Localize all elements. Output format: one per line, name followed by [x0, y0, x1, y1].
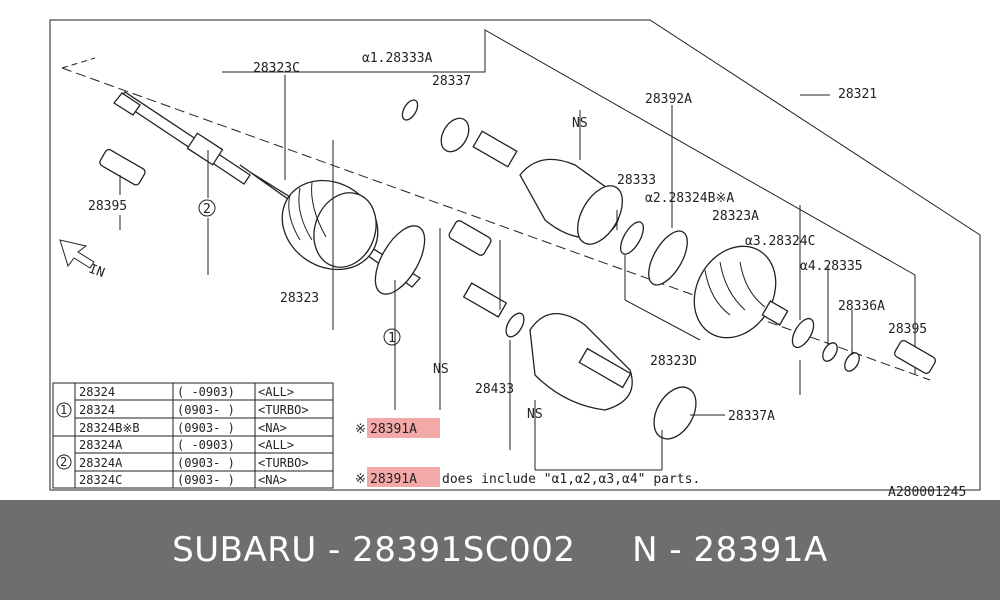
leader-lines [119, 75, 916, 471]
footer-sep-1: - [316, 530, 353, 570]
footer-gap [576, 530, 633, 570]
plug-28395-left [99, 149, 146, 186]
label-a1: α1.28333A [362, 51, 433, 66]
spline-out-lower [578, 347, 632, 389]
label-ns-1: NS [572, 116, 588, 131]
table-cell: ( -0903) [177, 438, 235, 452]
table-cell: (0903- ) [177, 473, 235, 487]
label-ns-2: NS [433, 362, 449, 377]
label-28323C: 28323C [253, 61, 300, 76]
circlip-a1 [401, 99, 419, 121]
label-28323A: 28323A [712, 209, 759, 224]
label-28336A: 28336A [838, 299, 885, 314]
boot-folds-right [704, 261, 766, 316]
label-ns-3: NS [527, 407, 543, 422]
table-marker-2-label: 2 [60, 455, 67, 469]
note2-text: does include "α1,α2,α3,α4" parts. [442, 472, 700, 487]
label-28433: 28433 [475, 382, 514, 397]
band-clamp-left [186, 132, 224, 166]
marker-circle-2 [198, 199, 216, 217]
label-circle-2: 2 [203, 202, 211, 217]
outer-joint-bell [577, 185, 623, 245]
parts-diagram: 28323C α1.28333A 28337 NS 28392A 28321 2… [49, 19, 981, 500]
note1-highlight [367, 418, 440, 438]
spline-end-left [113, 92, 141, 116]
note2-prefix: ※ [355, 472, 366, 487]
label-28395-right: 28395 [888, 322, 927, 337]
label-a4: α4.28335 [800, 259, 863, 274]
footer-banner: SUBARU - 28391SC002 N - 28391A [0, 500, 1000, 600]
footer-brand: SUBARU [172, 530, 317, 570]
label-28323D: 28323D [650, 354, 697, 369]
note2-code: 28391A [370, 472, 417, 487]
table-cell: <NA> [258, 421, 287, 435]
label-circle-1: 1 [388, 331, 396, 346]
table-cell: <TURBO> [258, 456, 309, 470]
footer-n-number: 28391A [693, 530, 828, 570]
table-cell: <ALL> [258, 385, 294, 399]
label-28395-left: 28395 [88, 199, 127, 214]
table-cell: <NA> [258, 473, 287, 487]
circlip-28433 [505, 312, 525, 338]
spline-shaft-outer [472, 130, 518, 168]
spline-plug-mid [448, 220, 492, 256]
spline-shaft-inner [462, 282, 508, 318]
diagram-frame [49, 19, 981, 491]
marker-circle-1 [383, 328, 401, 346]
label-28323: 28323 [280, 291, 319, 306]
note2-highlight [367, 467, 440, 487]
table-cell: 28324A [79, 456, 123, 470]
boot-opening-left [313, 192, 377, 268]
ring-a4 [822, 342, 838, 362]
label-28337A: 28337A [728, 409, 775, 424]
label-ref-code: A280001245 [888, 485, 966, 500]
axis-line [61, 67, 931, 381]
clamp-ring-1 [374, 225, 426, 295]
table-cell: 28324A [79, 438, 123, 452]
table-cell: <ALL> [258, 438, 294, 452]
label-28321: 28321 [838, 87, 877, 102]
label-a3: α3.28324C [745, 234, 815, 249]
footer-part-number: 28391SC002 [352, 530, 576, 570]
ring-28333 [619, 221, 645, 255]
footer-sep-2: - [658, 530, 694, 570]
note1-prefix: ※ [355, 422, 366, 437]
label-28333: 28333 [617, 173, 656, 188]
table-cell: (0903- ) [177, 456, 235, 470]
table-cell: 28324 [79, 403, 115, 417]
boot-folds-left [288, 181, 327, 241]
table-cell: (0903- ) [177, 403, 235, 417]
table-cell: 28324B※B [79, 421, 140, 435]
ring-28336A [844, 352, 860, 372]
label-a2: α2.28324B※A [645, 191, 734, 206]
in-direction-arrow-icon [59, 239, 95, 269]
axis-line-end [61, 57, 96, 69]
seal-28337 [440, 117, 470, 153]
table-marker-1 [56, 402, 72, 418]
seal-28337A [653, 386, 697, 440]
footer-n-prefix: N [632, 530, 658, 570]
application-table: 1 2 28324 ( -0903) <ALL> 28324 (0903- ) … [52, 382, 334, 489]
table-cell: (0903- ) [177, 421, 235, 435]
plug-28395-right [893, 340, 937, 374]
table-cell: 28324 [79, 385, 115, 399]
table-marker-2 [56, 454, 72, 470]
table-marker-1-label: 1 [60, 403, 67, 417]
clamp-a3 [791, 317, 815, 349]
label-28392A: 28392A [645, 92, 692, 107]
label-in: IN [87, 262, 107, 281]
table-cell: <TURBO> [258, 403, 309, 417]
label-28337: 28337 [432, 74, 471, 89]
table-cell: ( -0903) [177, 385, 235, 399]
boot-right [693, 245, 777, 339]
note1-code: 28391A [370, 422, 417, 437]
table-cell: 28324C [79, 473, 122, 487]
clamp-a2 [648, 230, 688, 286]
boot-neck-right [761, 300, 789, 326]
